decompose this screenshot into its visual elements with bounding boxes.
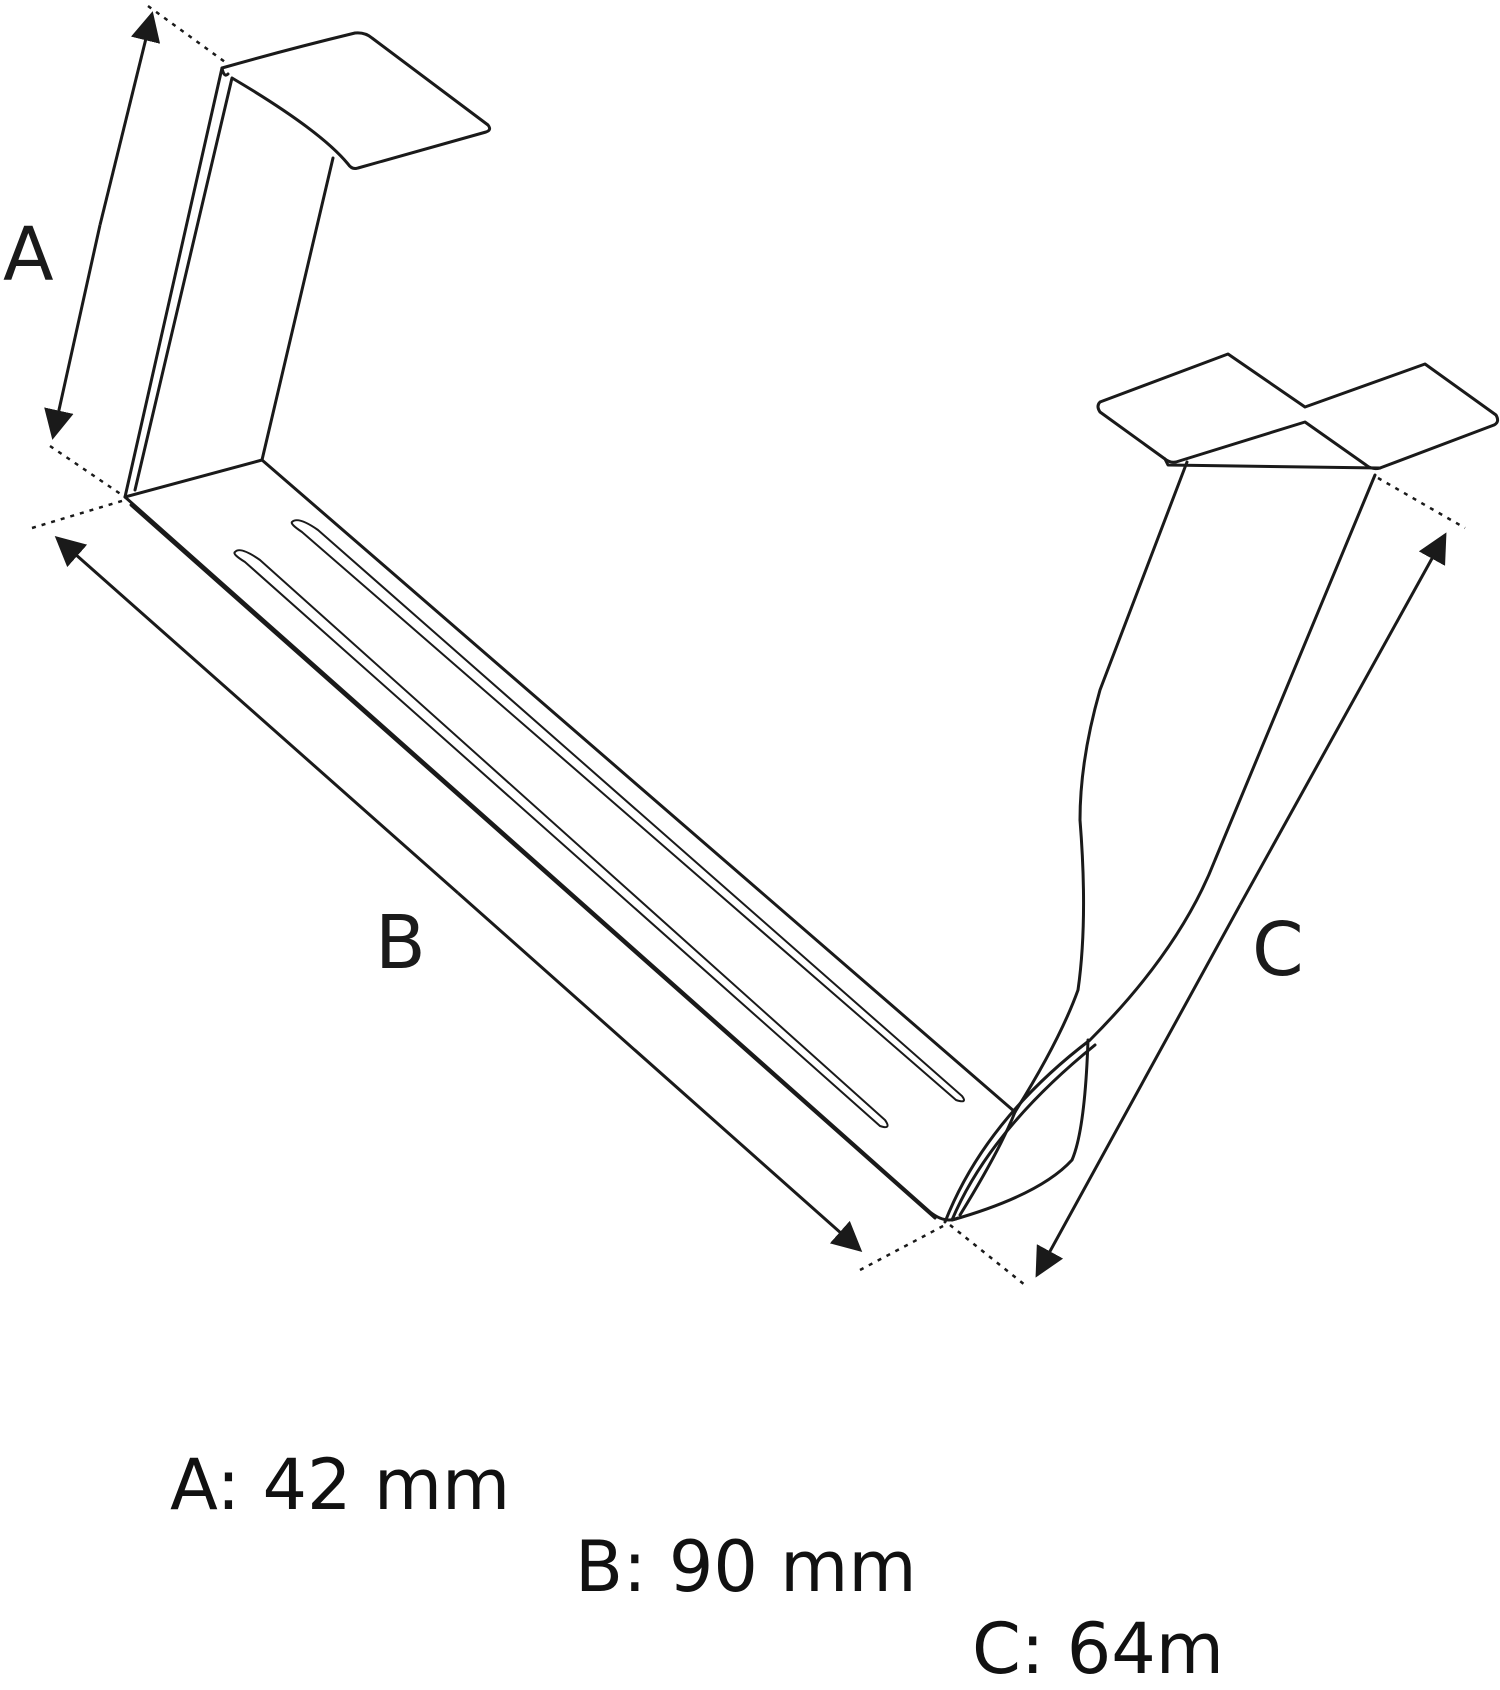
caption-a: A: 42 mm [170, 1444, 511, 1526]
label-c: C [1252, 907, 1304, 993]
bracket-diagram: A B C A: 42 mm B: 90 mm C: 64m [3, 4, 1500, 1690]
bracket-drawing: A B C [3, 4, 1500, 1286]
slot-2 [290, 519, 965, 1103]
dimension-b [31, 498, 946, 1272]
caption-c: C: 64m [972, 1608, 1224, 1690]
dimension-c [949, 476, 1466, 1286]
caption-b: B: 90 mm [575, 1526, 917, 1608]
dimension-a [44, 4, 226, 499]
right-wall [943, 352, 1500, 1224]
base-plate [123, 458, 1017, 1222]
label-a: A [3, 212, 54, 298]
left-wall [123, 31, 492, 499]
label-b: B [375, 900, 426, 986]
dimensions-caption: A: 42 mm B: 90 mm C: 64m [0, 1362, 1500, 1690]
slot-1 [233, 549, 889, 1129]
